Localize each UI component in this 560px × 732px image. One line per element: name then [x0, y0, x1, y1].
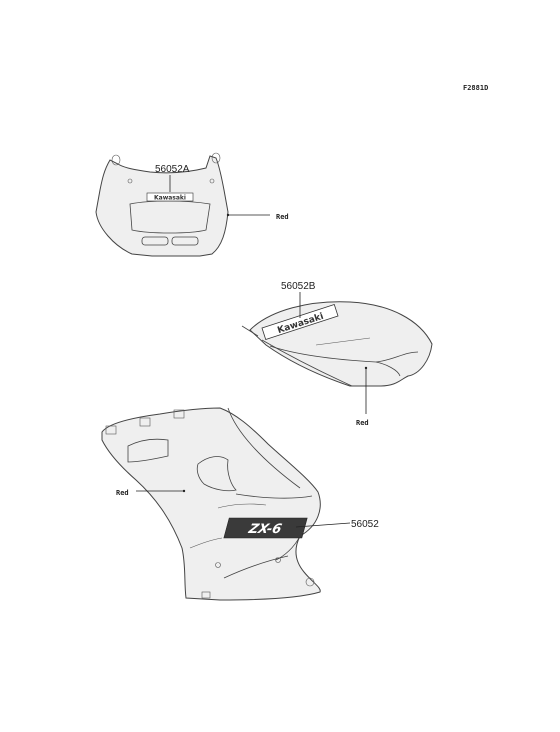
- upper-cowl-logo: Kawasaki: [154, 195, 186, 202]
- tank-cover: Kawasaki 56052B Red: [241, 281, 433, 427]
- upper-cowl-screen: [129, 200, 211, 234]
- upper-cowl-body: [95, 155, 229, 257]
- part-number-56052b: 56052B: [281, 281, 316, 292]
- upper-cowl: Kawasaki 56052A Red: [95, 152, 289, 257]
- figure-code: F2881D: [463, 84, 488, 92]
- part-number-56052a: 56052A: [155, 164, 190, 175]
- headlight-right: [171, 236, 199, 246]
- tank-cover-body: [249, 301, 433, 387]
- headlight-left: [141, 236, 169, 246]
- tank-cover-color: Red: [356, 419, 369, 427]
- side-cowl-body: [101, 407, 321, 601]
- part-number-56052: 56052: [351, 519, 379, 530]
- side-cowl-color: Red: [116, 489, 129, 497]
- upper-cowl-color: Red: [276, 213, 289, 221]
- side-cowl: ZX-6 56052 Red: [101, 407, 379, 601]
- side-logo: ZX-6: [246, 522, 283, 537]
